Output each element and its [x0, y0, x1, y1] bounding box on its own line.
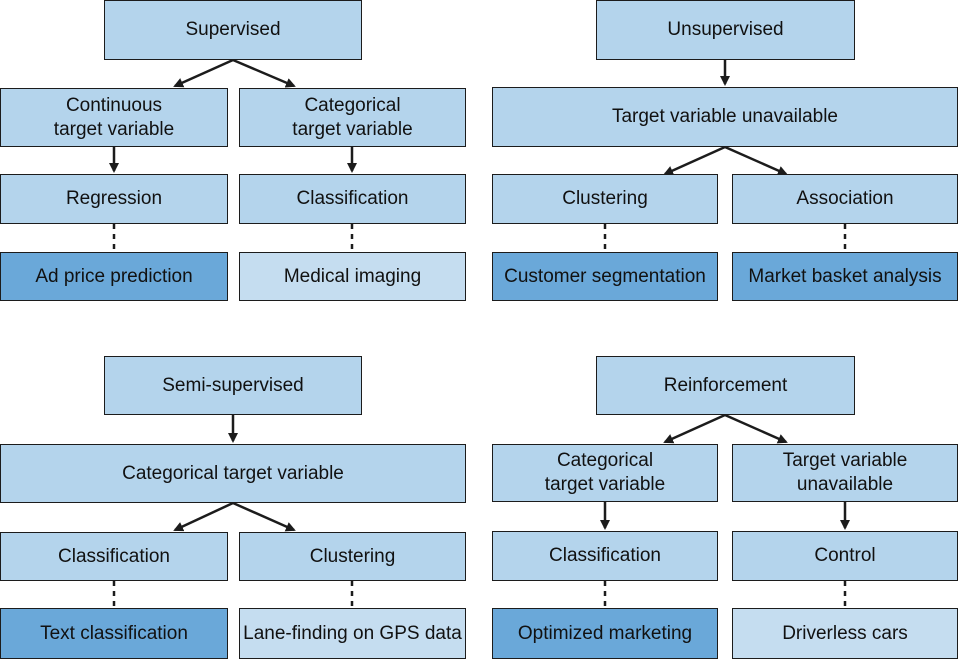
supervised-example-medical-imaging: Medical imaging	[239, 252, 466, 301]
reinforcement-control-box: Control	[732, 531, 958, 581]
unsupervised-title-box: Unsupervised	[596, 0, 855, 60]
reinforcement-categorical-target-box: Categorical target variable	[492, 444, 718, 502]
supervised-categorical-target-box: Categorical target variable	[239, 88, 466, 147]
reinforcement-title-box: Reinforcement	[596, 356, 855, 415]
unsupervised-clustering-box: Clustering	[492, 174, 718, 224]
supervised-continuous-target-box: Continuous target variable	[0, 88, 228, 147]
reinforcement-classification-box: Classification	[492, 531, 718, 581]
semi-supervised-clustering-box: Clustering	[239, 532, 466, 581]
unsupervised-target-box: Target variable unavailable	[492, 87, 958, 147]
semi-supervised-classification-box: Classification	[0, 532, 228, 581]
semi-supervised-title-box: Semi-supervised	[104, 356, 362, 415]
reinforcement-example-optimized-marketing: Optimized marketing	[492, 608, 718, 659]
unsupervised-example-customer-segmentation: Customer segmentation	[492, 252, 718, 301]
unsupervised-association-box: Association	[732, 174, 958, 224]
reinforcement-target-unavailable-box: Target variable unavailable	[732, 444, 958, 502]
supervised-classification-box: Classification	[239, 174, 466, 224]
supervised-title-box: Supervised	[104, 0, 362, 60]
reinforcement-example-driverless-cars: Driverless cars	[732, 608, 958, 659]
unsupervised-example-market-basket: Market basket analysis	[732, 252, 958, 301]
semi-supervised-target-box: Categorical target variable	[0, 444, 466, 503]
semi-supervised-example-lane-finding: Lane-finding on GPS data	[239, 608, 466, 659]
semi-supervised-example-text-classification: Text classification	[0, 608, 228, 659]
supervised-example-ad-price: Ad price prediction	[0, 252, 228, 301]
supervised-regression-box: Regression	[0, 174, 228, 224]
